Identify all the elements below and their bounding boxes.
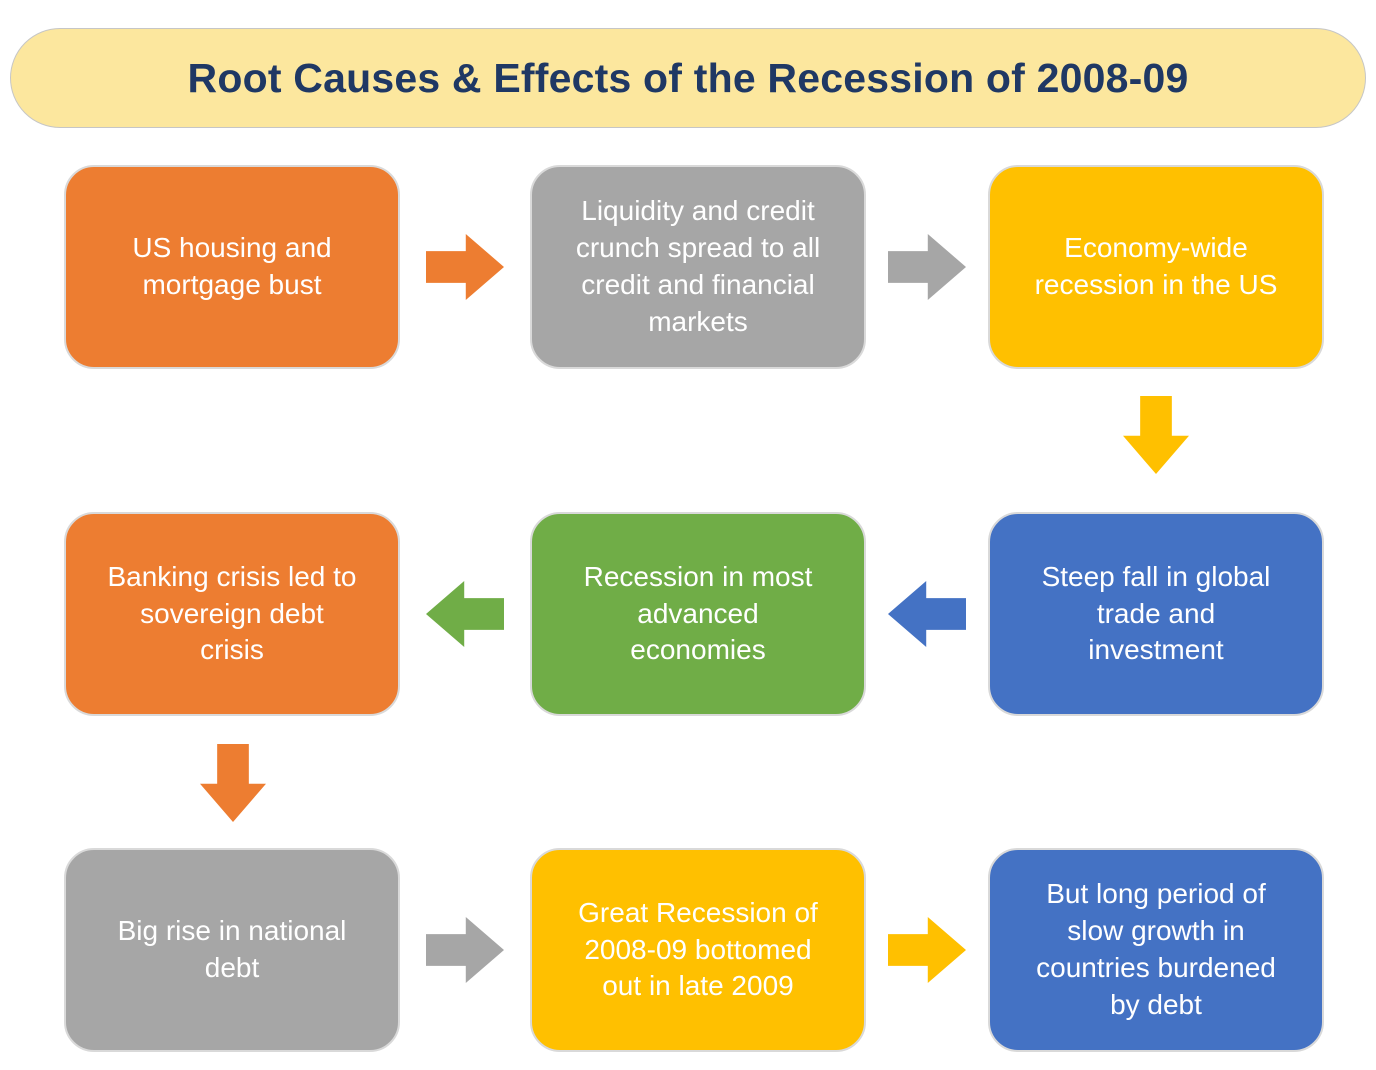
flow-box-global-trade-fall: Steep fall in global trade and investmen… [988, 512, 1324, 716]
flow-box-us-recession: Economy-wide recession in the US [988, 165, 1324, 369]
flow-box-liquidity-credit-crunch: Liquidity and credit crunch spread to al… [530, 165, 866, 369]
flow-box-great-recession-bottom: Great Recession of 2008-09 bottomed out … [530, 848, 866, 1052]
arrow-right-icon [426, 917, 504, 983]
arrow-right-icon [426, 234, 504, 300]
flow-box-national-debt-rise: Big rise in national debt [64, 848, 400, 1052]
flow-box-banking-sovereign-debt-crisis: Banking crisis led to sovereign debt cri… [64, 512, 400, 716]
arrow-down-icon [200, 744, 266, 822]
flow-box-us-housing-bust: US housing and mortgage bust [64, 165, 400, 369]
flow-box-advanced-economies-recession: Recession in most advanced economies [530, 512, 866, 716]
flow-box-slow-growth-debt-countries: But long period of slow growth in countr… [988, 848, 1324, 1052]
arrow-right-icon [888, 917, 966, 983]
arrow-right-icon [888, 234, 966, 300]
title-banner: Root Causes & Effects of the Recession o… [10, 28, 1366, 128]
arrow-left-icon [888, 581, 966, 647]
page-title: Root Causes & Effects of the Recession o… [187, 54, 1189, 101]
arrow-down-icon [1123, 396, 1189, 474]
arrow-left-icon [426, 581, 504, 647]
